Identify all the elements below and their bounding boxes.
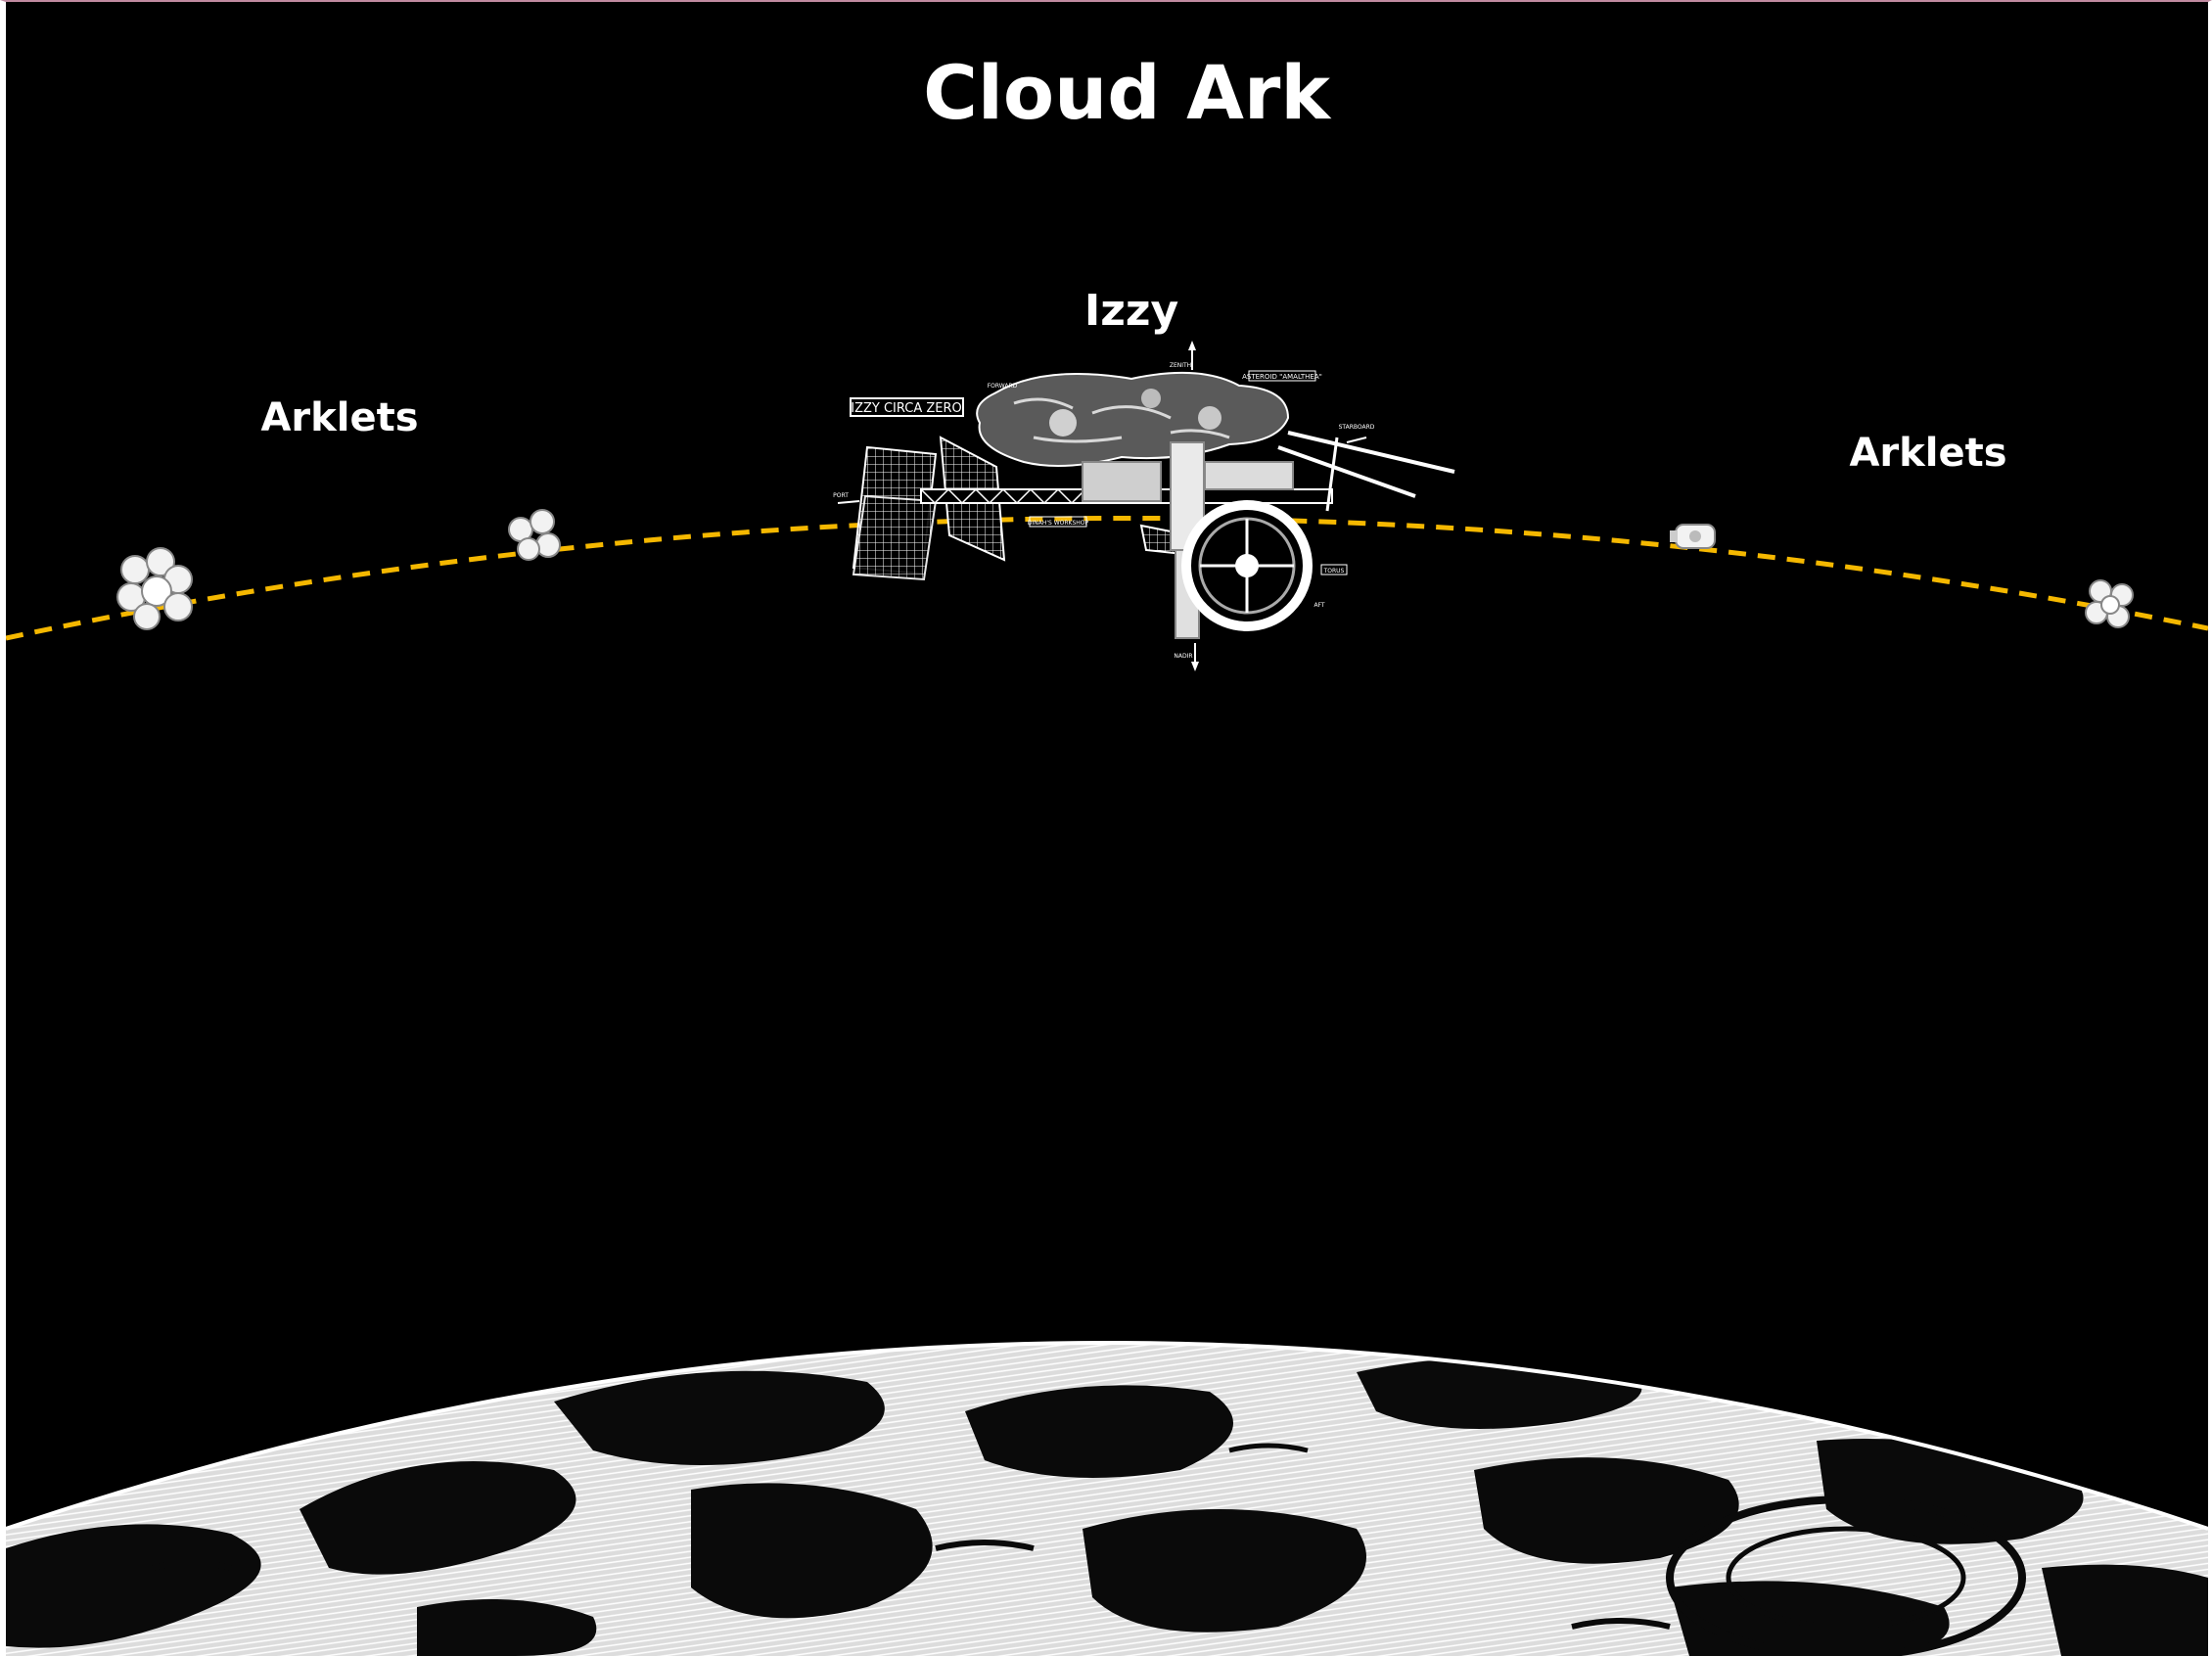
- space-station-icon: IZZY CIRCA ZERO ASTEROID "AMALTHEA" DINA…: [833, 341, 1455, 671]
- tag-nadir: NADIR: [1174, 653, 1192, 660]
- arklet-cluster-icon: [508, 509, 561, 561]
- diagram-graphics: IZZY CIRCA ZERO ASTEROID "AMALTHEA" DINA…: [6, 341, 2208, 1656]
- arklet-cluster-icon: [116, 547, 193, 630]
- tag-forward: FORWARD: [988, 383, 1018, 390]
- tag-asteroid: ASTEROID "AMALTHEA": [1242, 373, 1322, 381]
- orbit-path: [6, 515, 2208, 641]
- label-arklets-left: Arklets: [260, 395, 419, 440]
- tag-torus: TORUS: [1323, 568, 1345, 575]
- tag-izzy-circa-zero: IZZY CIRCA ZERO: [851, 401, 962, 416]
- arklet-capsule-icon: [1670, 524, 1716, 549]
- tag-starboard: STARBOARD: [1339, 424, 1375, 431]
- tag-port: PORT: [833, 492, 849, 499]
- diagram-title: Cloud Ark: [923, 49, 1330, 136]
- label-izzy: Izzy: [1083, 286, 1179, 336]
- label-arklets-right: Arklets: [1849, 431, 2007, 476]
- tag-workshop: DINAH'S WORKSHOP: [1028, 520, 1089, 527]
- earth-horizon-icon: [6, 1341, 2208, 1656]
- tag-zenith: ZENITH: [1170, 362, 1191, 369]
- arklet-cluster-icon: [2085, 579, 2134, 628]
- tag-aft: AFT: [1313, 602, 1324, 609]
